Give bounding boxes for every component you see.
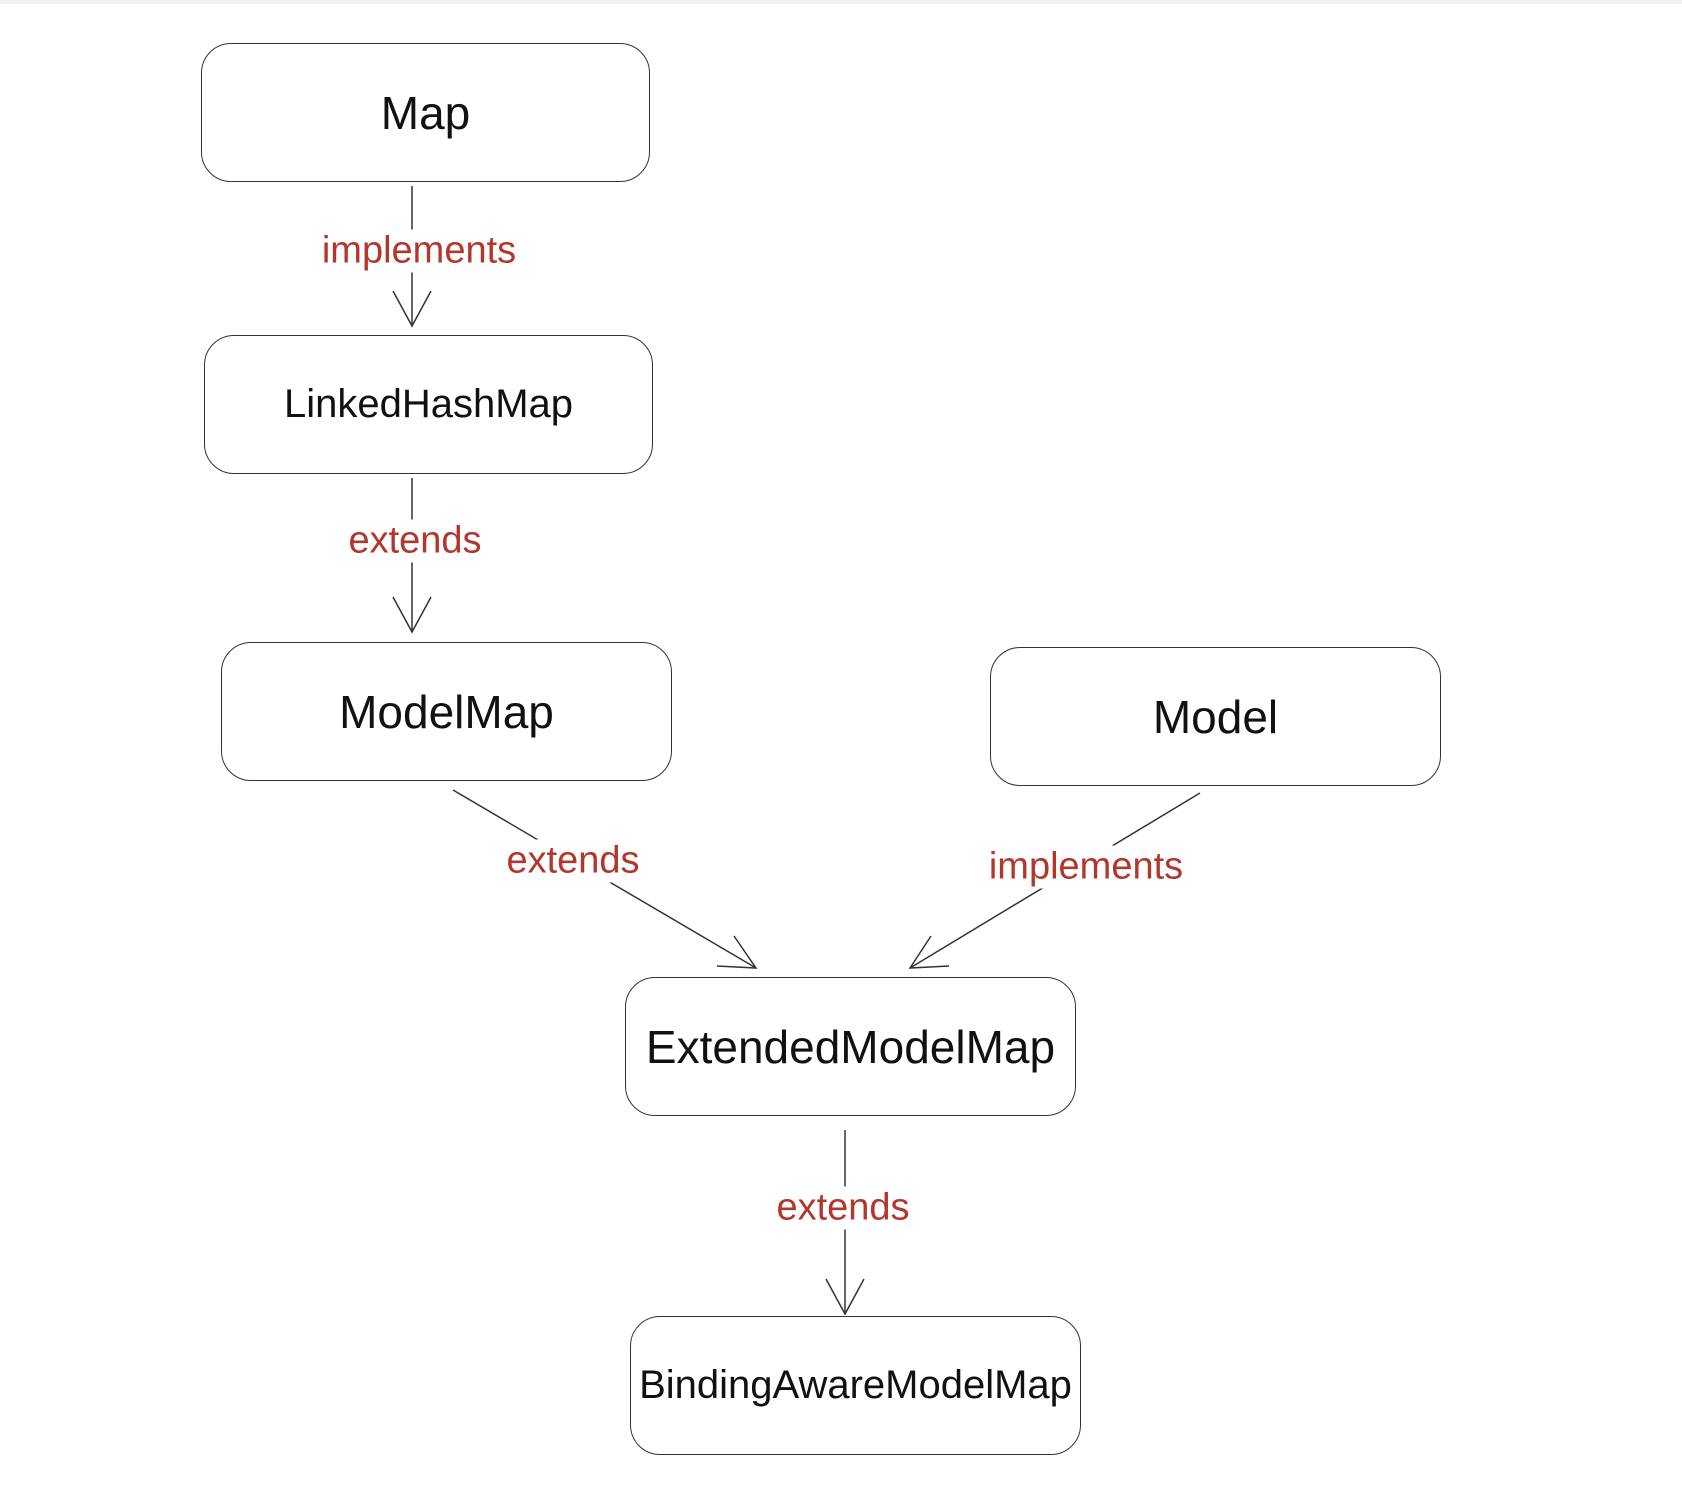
arrowhead-model-to-extendedmodelmap: [908, 935, 950, 969]
node-extendedmodelmap: ExtendedModelMap: [625, 977, 1076, 1116]
node-bindingawaremodelmap: BindingAwareModelMap: [630, 1316, 1081, 1455]
node-bindingawaremodelmap-label: BindingAwareModelMap: [639, 1363, 1072, 1407]
node-map: Map: [201, 43, 650, 182]
node-extendedmodelmap-label: ExtendedModelMap: [645, 1020, 1056, 1073]
node-map-label: Map: [380, 86, 471, 139]
node-linkedhashmap: LinkedHashMap: [204, 335, 653, 474]
edge-label-extendedmodelmap-to-bindingawaremodelmap: extends: [770, 1186, 916, 1230]
node-linkedhashmap-label: LinkedHashMap: [283, 382, 574, 426]
edge-label-model-to-extendedmodelmap: implements: [982, 845, 1190, 889]
node-modelmap: ModelMap: [221, 642, 672, 781]
edge-label-map-to-linkedhashmap: implements: [315, 229, 523, 273]
node-model: Model: [990, 647, 1441, 786]
arrowhead-map-to-linkedhashmap: [392, 290, 432, 328]
node-modelmap-label: ModelMap: [339, 685, 554, 738]
arrowhead-modelmap-to-extendedmodelmap: [716, 935, 758, 969]
top-strip: [0, 0, 1682, 4]
node-model-label: Model: [1152, 690, 1279, 743]
edge-label-modelmap-to-extendedmodelmap: extends: [500, 839, 646, 883]
arrowhead-extendedmodelmap-to-bindingawaremodelmap: [825, 1278, 865, 1316]
arrowhead-linkedhashmap-to-modelmap: [392, 596, 432, 634]
edge-label-linkedhashmap-to-modelmap: extends: [342, 519, 488, 563]
